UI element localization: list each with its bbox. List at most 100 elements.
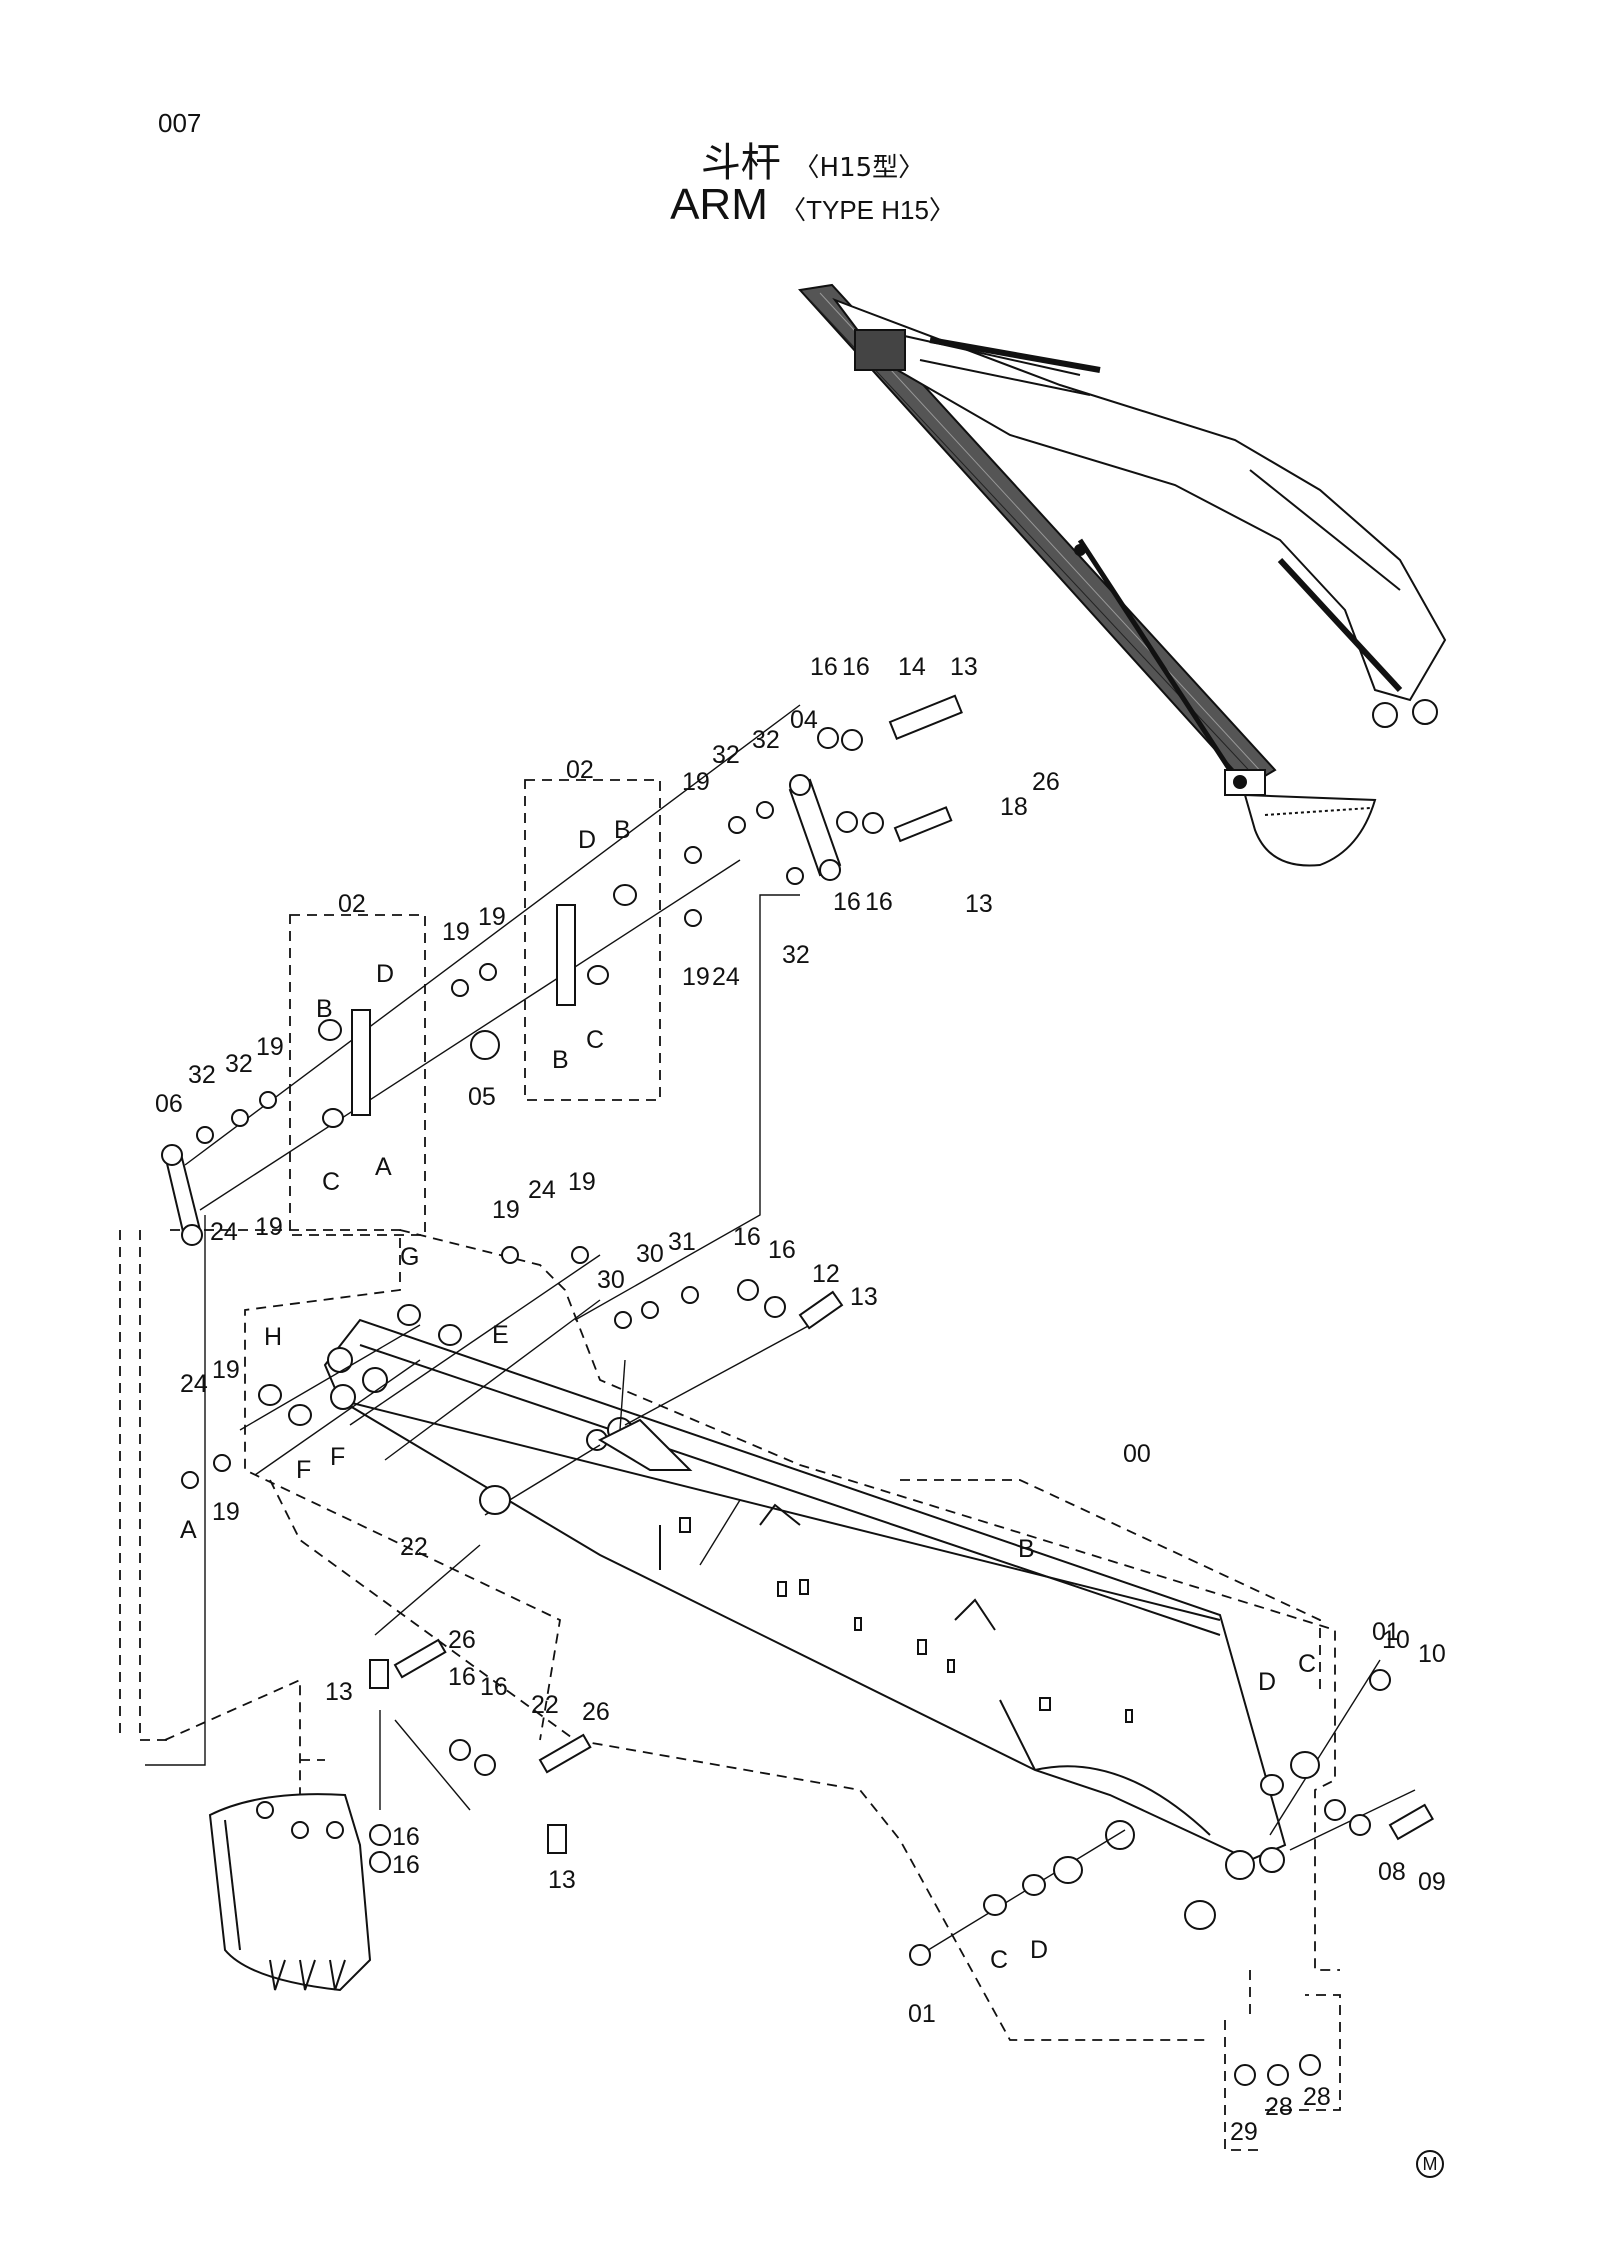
arm-top-bracket: [597, 1418, 693, 1471]
callout: 26: [448, 1626, 476, 1654]
callout: 08: [1378, 1858, 1406, 1886]
callout: 16: [392, 1823, 420, 1851]
title-english-sub: 〈TYPE H15〉: [780, 195, 955, 225]
callout: 16: [842, 653, 870, 681]
callout: 02: [566, 756, 594, 784]
callout: C: [586, 1026, 604, 1054]
callout: 13: [325, 1678, 353, 1706]
callout: 09: [1418, 1868, 1446, 1896]
callout: 32: [782, 941, 810, 969]
callout: D: [376, 960, 394, 988]
callout: B: [614, 816, 631, 844]
callout: 32: [225, 1050, 253, 1078]
callout: B: [552, 1046, 569, 1074]
callout: 29: [1230, 2118, 1258, 2146]
title-chinese: 斗杆 〈H15型〉: [0, 130, 1605, 188]
title-english: ARM 〈TYPE H15〉: [0, 180, 1605, 230]
callout: 19: [478, 903, 506, 931]
bucket-detail: [208, 1793, 372, 1992]
callout: B: [316, 995, 333, 1023]
callout: 19: [256, 1033, 284, 1061]
callout: 24: [712, 963, 740, 991]
callout: 13: [548, 1866, 576, 1894]
callout: 30: [597, 1266, 625, 1294]
callout: 19: [682, 768, 710, 796]
page-number: 007: [158, 108, 202, 138]
arm-structure: [323, 1318, 1287, 1880]
callout: 22: [400, 1533, 428, 1561]
callout: 18: [1000, 793, 1028, 821]
title-chinese-sub: 〈H15型〉: [793, 153, 925, 183]
dashed-boundaries: [119, 779, 1341, 2151]
callout: 19: [255, 1213, 283, 1241]
callout: 24: [180, 1370, 208, 1398]
rod-A-right: [556, 904, 576, 1006]
callout: 01: [908, 2000, 936, 2028]
callout: 19: [492, 1196, 520, 1224]
callout: F: [330, 1443, 345, 1471]
callout: 16: [733, 1223, 761, 1251]
bucket: [1243, 793, 1377, 867]
callout: E: [492, 1321, 509, 1349]
callout: C: [1298, 1650, 1316, 1678]
callout: 10: [1382, 1626, 1410, 1654]
callout: F: [296, 1456, 311, 1484]
callout: 22: [531, 1691, 559, 1719]
callout: 32: [188, 1061, 216, 1089]
callout-labels: 00 01 01 02 02 04 05 06 08 09 10 10 12 1…: [155, 653, 1446, 2146]
callout: 24: [528, 1176, 556, 1204]
callout: 00: [1123, 1440, 1151, 1468]
callout: 04: [790, 706, 818, 734]
callout: 19: [442, 918, 470, 946]
callout: 16: [865, 888, 893, 916]
callout: 19: [682, 963, 710, 991]
callout: H: [264, 1323, 282, 1351]
excavator-illustration: [798, 283, 1447, 867]
callout: D: [1030, 1936, 1048, 1964]
callout: 16: [810, 653, 838, 681]
callout: 16: [768, 1236, 796, 1264]
callout: 19: [212, 1498, 240, 1526]
leader-lines: [145, 704, 1416, 1956]
corner-mark: M: [1416, 2150, 1444, 2178]
callout: 32: [752, 726, 780, 754]
callout: D: [1258, 1668, 1276, 1696]
callout: 13: [850, 1283, 878, 1311]
callout: 12: [812, 1260, 840, 1288]
callout: 24: [210, 1218, 238, 1246]
callout: 13: [965, 890, 993, 918]
callout: 16: [392, 1851, 420, 1879]
callout: 13: [950, 653, 978, 681]
callout: G: [400, 1243, 419, 1271]
callout: B: [1018, 1535, 1035, 1563]
callout: A: [180, 1516, 197, 1544]
callout: 30: [636, 1240, 664, 1268]
callout: 28: [1303, 2083, 1331, 2111]
callout: 32: [712, 741, 740, 769]
callout: 05: [468, 1083, 496, 1111]
title-chinese-main: 斗杆: [700, 140, 781, 186]
callout: A: [375, 1153, 392, 1181]
boom-body: [832, 297, 1447, 702]
callout: 16: [480, 1673, 508, 1701]
callout: 01: [1372, 1618, 1400, 1646]
title-english-main: ARM: [670, 180, 768, 229]
callout: 19: [568, 1168, 596, 1196]
callout: 02: [338, 890, 366, 918]
callout: 26: [1032, 768, 1060, 796]
callout: 16: [833, 888, 861, 916]
callout: 31: [668, 1228, 696, 1256]
callout: C: [322, 1168, 340, 1196]
callout: 16: [448, 1663, 476, 1691]
callout: D: [578, 826, 596, 854]
callout: 19: [212, 1356, 240, 1384]
callout: 14: [898, 653, 926, 681]
callout: 28: [1265, 2093, 1293, 2121]
rod-A-left: [351, 1009, 371, 1116]
callout: 06: [155, 1090, 183, 1118]
callout: 26: [582, 1698, 610, 1726]
parts: [161, 694, 1435, 2086]
callout: 10: [1418, 1640, 1446, 1668]
callout: C: [990, 1946, 1008, 1974]
